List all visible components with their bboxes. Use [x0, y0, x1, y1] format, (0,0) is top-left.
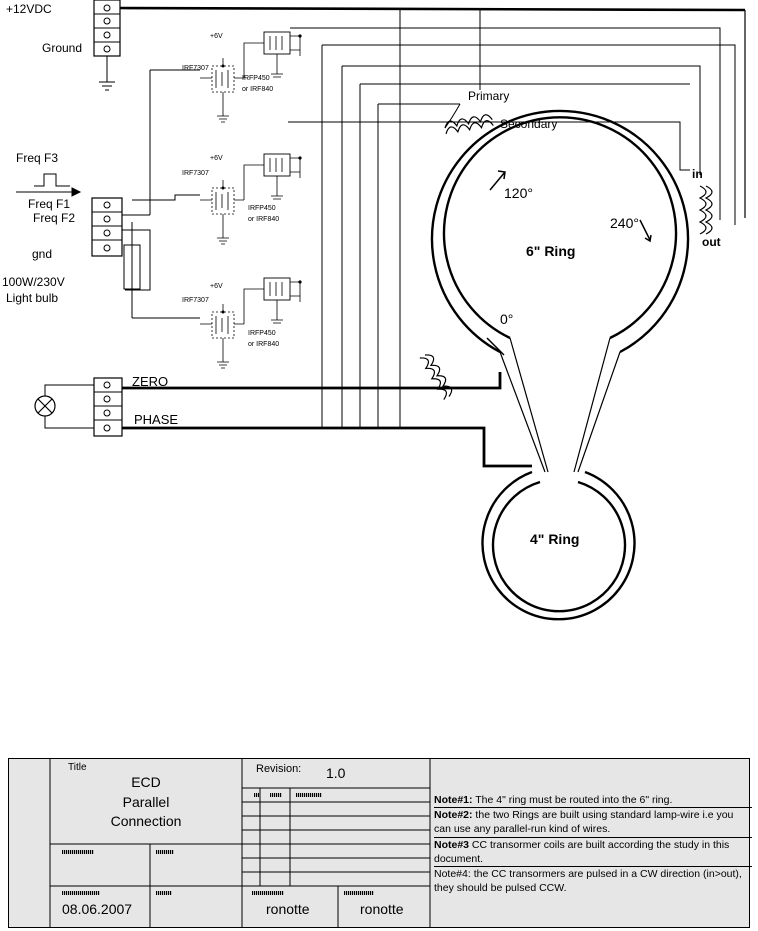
hatch-mark [62, 891, 100, 895]
rail-12v [119, 6, 746, 12]
label-irf7307-1: IRF7307 [182, 65, 209, 72]
cc-transformer-bottom [419, 351, 455, 401]
note-2-text: the two Rings are built using standard l… [434, 809, 734, 836]
hatch-mark [156, 850, 174, 854]
label-irfp450-3: IRFP450 [248, 330, 276, 337]
driver-stage-2 [199, 153, 303, 245]
label-6in-ring: 6" Ring [526, 243, 575, 259]
light-bulb-icon [34, 395, 56, 417]
label-irfp450-2: IRFP450 [248, 205, 276, 212]
note-4-text: Note#4: the CC transormers are pulsed in… [434, 868, 742, 895]
label-zero: ZERO [132, 374, 168, 389]
note-4: Note#4: the CC transormers are pulsed in… [434, 867, 752, 895]
label-12vdc: +12VDC [6, 2, 52, 16]
label-freq-f1: Freq F1 [28, 197, 70, 211]
label-bulb-1: 100W/230V [2, 275, 65, 289]
hatch-mark [296, 793, 322, 797]
title-block: Title ECD Parallel Connection Revision: … [8, 758, 750, 928]
bus-wires [122, 10, 736, 428]
title-line-1: ECD [131, 774, 161, 790]
label-240: 240° [610, 215, 639, 231]
label-6v-3: +6V [210, 283, 223, 290]
arrow-icon [16, 187, 82, 197]
pulse-icon [34, 173, 70, 187]
cc-transformer-top [443, 103, 494, 135]
title-label: Title [68, 762, 87, 773]
note-2-head: Note#2: [434, 809, 473, 822]
power-connector [93, 0, 121, 91]
label-out: out [702, 235, 721, 249]
hatch-mark [156, 891, 172, 895]
label-bulb-2: Light bulb [6, 291, 58, 305]
hatch-mark [62, 850, 94, 854]
ring-6in [430, 109, 690, 473]
title-line-3: Connection [110, 813, 182, 829]
hatch-mark [270, 793, 282, 797]
label-irf840-2: or IRF840 [248, 216, 279, 223]
label-irf840-1: or IRF840 [242, 86, 273, 93]
phase-wire [122, 426, 532, 468]
note-1: Note#1: The 4" ring must be routed into … [434, 793, 752, 809]
label-irf7307-3: IRF7307 [182, 297, 209, 304]
label-primary: Primary [468, 89, 509, 103]
label-freq-f2: Freq F2 [33, 211, 75, 225]
driver-stage-3 [199, 277, 303, 369]
hatch-mark [344, 891, 374, 895]
label-120: 120° [504, 185, 533, 201]
date-value: 08.06.2007 [62, 901, 133, 917]
revision-value: 1.0 [326, 765, 346, 781]
label-6v-1: +6V [210, 33, 223, 40]
note-1-text: The 4" ring must be routed into the 6" r… [472, 794, 673, 806]
label-0: 0° [500, 311, 513, 327]
arrow-0-icon [486, 337, 505, 356]
note-2: Note#2: the two Rings are built using st… [434, 808, 752, 838]
note-3-head: Note#3 [434, 838, 470, 851]
arrow-240-icon [639, 219, 652, 243]
label-freq-f3: Freq F3 [16, 151, 58, 165]
label-irf7307-2: IRF7307 [182, 170, 209, 177]
note-3: Note#3 CC transormer coils are built acc… [434, 838, 752, 868]
title-line-2: Parallel [122, 794, 170, 810]
author-1: ronotte [266, 901, 310, 917]
freq-connector [91, 197, 141, 290]
label-irfp450-1: IRFP450 [242, 75, 270, 82]
notes-list: Note#1: The 4" ring must be routed into … [434, 793, 752, 895]
hatch-mark [252, 891, 284, 895]
note-1-head: Note#1: [434, 794, 473, 806]
zero-wire [122, 372, 502, 390]
arrow-120-icon [489, 170, 506, 191]
label-irf840-3: or IRF840 [248, 341, 279, 348]
cc-transformer-right [699, 185, 713, 235]
title-block-grid [8, 758, 750, 928]
ring-4in [481, 470, 636, 621]
label-ground: Ground [42, 41, 82, 55]
note-3-text: CC transormer coils are built according … [434, 838, 730, 865]
label-6v-2: +6V [210, 155, 223, 162]
hatch-mark [254, 793, 259, 797]
label-4in-ring: 4" Ring [530, 531, 579, 547]
label-in: in [692, 167, 703, 181]
revision-label: Revision: [256, 763, 302, 775]
label-gnd: gnd [32, 247, 52, 261]
author-2: ronotte [360, 901, 404, 917]
mains-connector [44, 377, 123, 437]
label-phase: PHASE [134, 412, 178, 427]
ecd-schematic: +12VDC Ground +6V IRF7307 IRFP450 or IRF… [2, 0, 746, 621]
